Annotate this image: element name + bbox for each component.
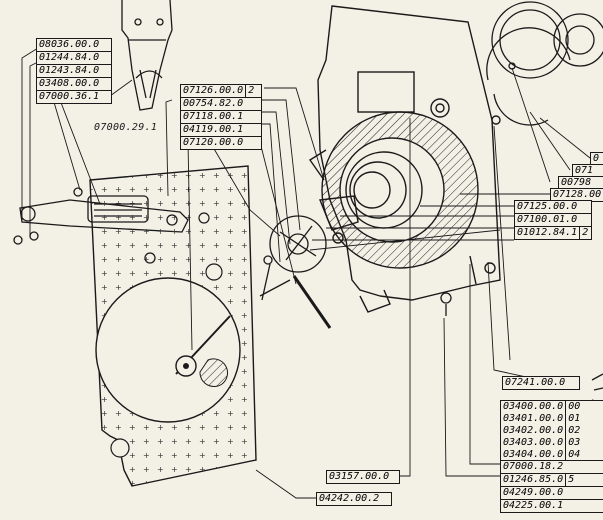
part-number-label: 07100.01.0 [515,213,591,226]
part-quantity: 2 [579,227,588,239]
part-number-label: 04119.00.1 [181,123,261,136]
front-plate [89,165,257,487]
part-code: 03402.00.0 [503,425,564,436]
label-box-center-bottom: 03157.00.0 [326,470,400,484]
part-code: 01246.85.0 [503,474,564,485]
part-code: 03404.00.0 [503,449,564,460]
part-number-label: 01243.84.0 [37,64,111,77]
mid-mechanism [259,215,332,329]
small-screw [440,292,452,316]
part-number-label: 07120.00.0 [181,136,261,149]
main-body-plate [309,5,501,313]
part-variant: 00 [565,401,580,413]
label-box-bottom: 04242.00.2 [316,492,392,506]
part-number-label: 00754.82.0 [181,97,261,110]
part-code: 07126.00.0 [183,85,244,96]
part-number-label: 07128.00 [553,189,602,200]
part-code: 03400.00.0 [503,401,564,412]
part-code: 01012.84.1 [517,227,578,238]
part-number-label: 07241.00.0 [505,377,566,388]
part-code: 03401.00.0 [503,413,564,424]
part-variant: 03 [565,437,580,449]
part-number-label: 04225.00.1 [501,499,603,512]
part-number-label: 0 [593,153,600,164]
part-variant: 01 [565,413,580,425]
part-variant: 04 [565,449,580,461]
part-number-label: 07000.36.1 [37,90,111,103]
part-number-label: 08036.00.0 [39,39,100,50]
part-number-label: 04242.00.2 [319,493,380,504]
top-lever-part [121,0,173,111]
part-number-label: 00798 [561,177,592,188]
part-number-label: 071 [575,165,594,176]
label-plain-left: 07000.29.1 [94,122,158,133]
part-variant: 02 [565,425,580,437]
part-number-label: 07118.00.1 [181,110,261,123]
part-quantity: 2 [245,85,254,97]
part-quantity: 5 [565,474,574,486]
part-number-label: 01244.84.0 [37,51,111,64]
label-box-top-left: 08036.00.0 01244.84.0 01243.84.0 03408.0… [36,38,112,104]
part-number-label: 04249.00.0 [501,486,603,499]
part-number-label: 03408.00.0 [37,77,111,90]
part-number-label: 07000.18.2 [503,461,564,472]
label-box-bottom-right-top: 07241.00.0 [502,376,580,390]
part-code: 03403.00.0 [503,437,564,448]
part-number-label: 03157.00.0 [329,471,390,482]
part-number-label: 07125.00.0 [517,201,578,212]
top-right-rings [486,1,603,126]
